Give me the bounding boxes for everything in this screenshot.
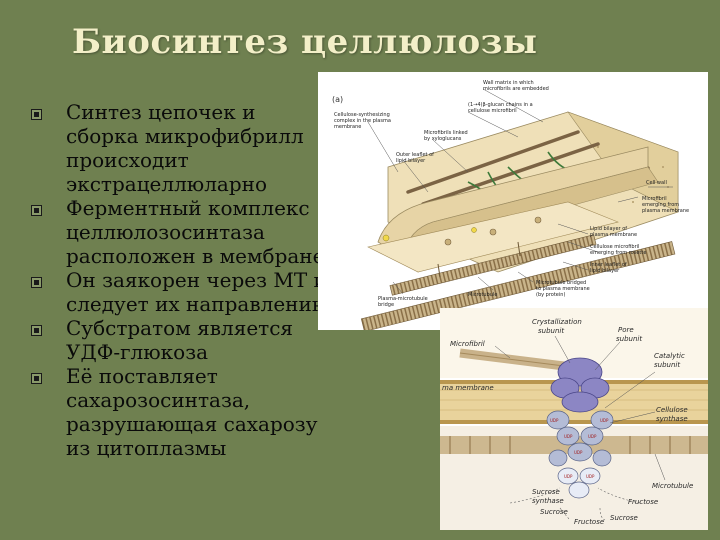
bullet-line: следует их направлению <box>66 292 330 316</box>
bullet-line: Её поставляет <box>66 364 218 388</box>
leader-lines <box>367 88 673 295</box>
label-microtubule: Microtubule <box>468 292 497 298</box>
bullet-line: Он заякорен через МТ и <box>66 268 327 292</box>
panel-letter: (a) <box>332 95 343 104</box>
square-bullet-icon <box>31 109 42 120</box>
svg-text:UDP: UDP <box>586 474 595 479</box>
svg-text:UDP: UDP <box>550 418 559 423</box>
reaction-arrows <box>509 487 641 521</box>
bullet-line: целлюлозосинтаза <box>66 220 265 244</box>
cellulose-synthase-diagram: UDP UDP UDP UDP UDP UDP UDP Crystallizat <box>440 308 708 530</box>
square-bullet-icon <box>31 205 42 216</box>
bullet-line: Синтез цепочек и <box>66 100 256 124</box>
square-bullet-icon <box>31 277 42 288</box>
bullet-line: УДФ-глюкоза <box>66 340 209 364</box>
microtubule-rod <box>360 241 676 332</box>
crystallization-subunit <box>550 357 610 413</box>
synthase-markers <box>382 227 477 242</box>
sucrose-synthase-cluster <box>557 467 601 499</box>
label-sucrose-left: Sucrose <box>540 508 568 516</box>
bullet-line: экстрацеллюларно <box>66 172 268 196</box>
label-sucrose-right: Sucrose <box>610 514 638 522</box>
microtubule-rod <box>389 234 597 296</box>
rosette-complexes <box>444 216 542 246</box>
bullet-line: сахарозосинтаза, <box>66 388 251 412</box>
label-cell-wall: Cell wall <box>646 180 667 186</box>
udp-tags: UDP UDP UDP UDP UDP UDP UDP <box>550 418 609 479</box>
square-bullet-icon <box>31 373 42 384</box>
svg-text:UDP: UDP <box>600 418 609 423</box>
svg-text:UDP: UDP <box>564 474 573 479</box>
bullet-line: из цитоплазмы <box>66 436 227 460</box>
label-microtubule: Microtubule <box>652 482 693 490</box>
svg-text:UDP: UDP <box>588 434 597 439</box>
label-fructose-right: Fructose <box>628 498 658 506</box>
svg-text:UDP: UDP <box>574 450 583 455</box>
bullet-line: Ферментный комплекс <box>66 196 310 220</box>
leader-lines <box>494 335 666 481</box>
catalytic-subunits <box>546 410 614 467</box>
bullet-line: сборка микрофибрилл <box>66 124 304 148</box>
bullet-line: расположен в мембране <box>66 244 325 268</box>
label-microfibril: Microfibril <box>450 340 485 348</box>
cell-wall-diagram: (a) <box>318 72 708 332</box>
bullet-line: разрушающая сахарозу <box>66 412 318 436</box>
label-fructose-left: Fructose <box>574 518 604 526</box>
bullet-line: происходит <box>66 148 189 172</box>
square-bullet-icon <box>31 325 42 336</box>
svg-text:UDP: UDP <box>564 434 573 439</box>
mt-bridges <box>437 241 521 278</box>
label-plasma-membrane: ma membrane <box>442 384 494 392</box>
slide-title: Биосинтез целлюлозы <box>72 22 538 62</box>
plasma-membrane-sheet <box>367 201 619 273</box>
bullet-line: Субстратом является <box>66 316 294 340</box>
